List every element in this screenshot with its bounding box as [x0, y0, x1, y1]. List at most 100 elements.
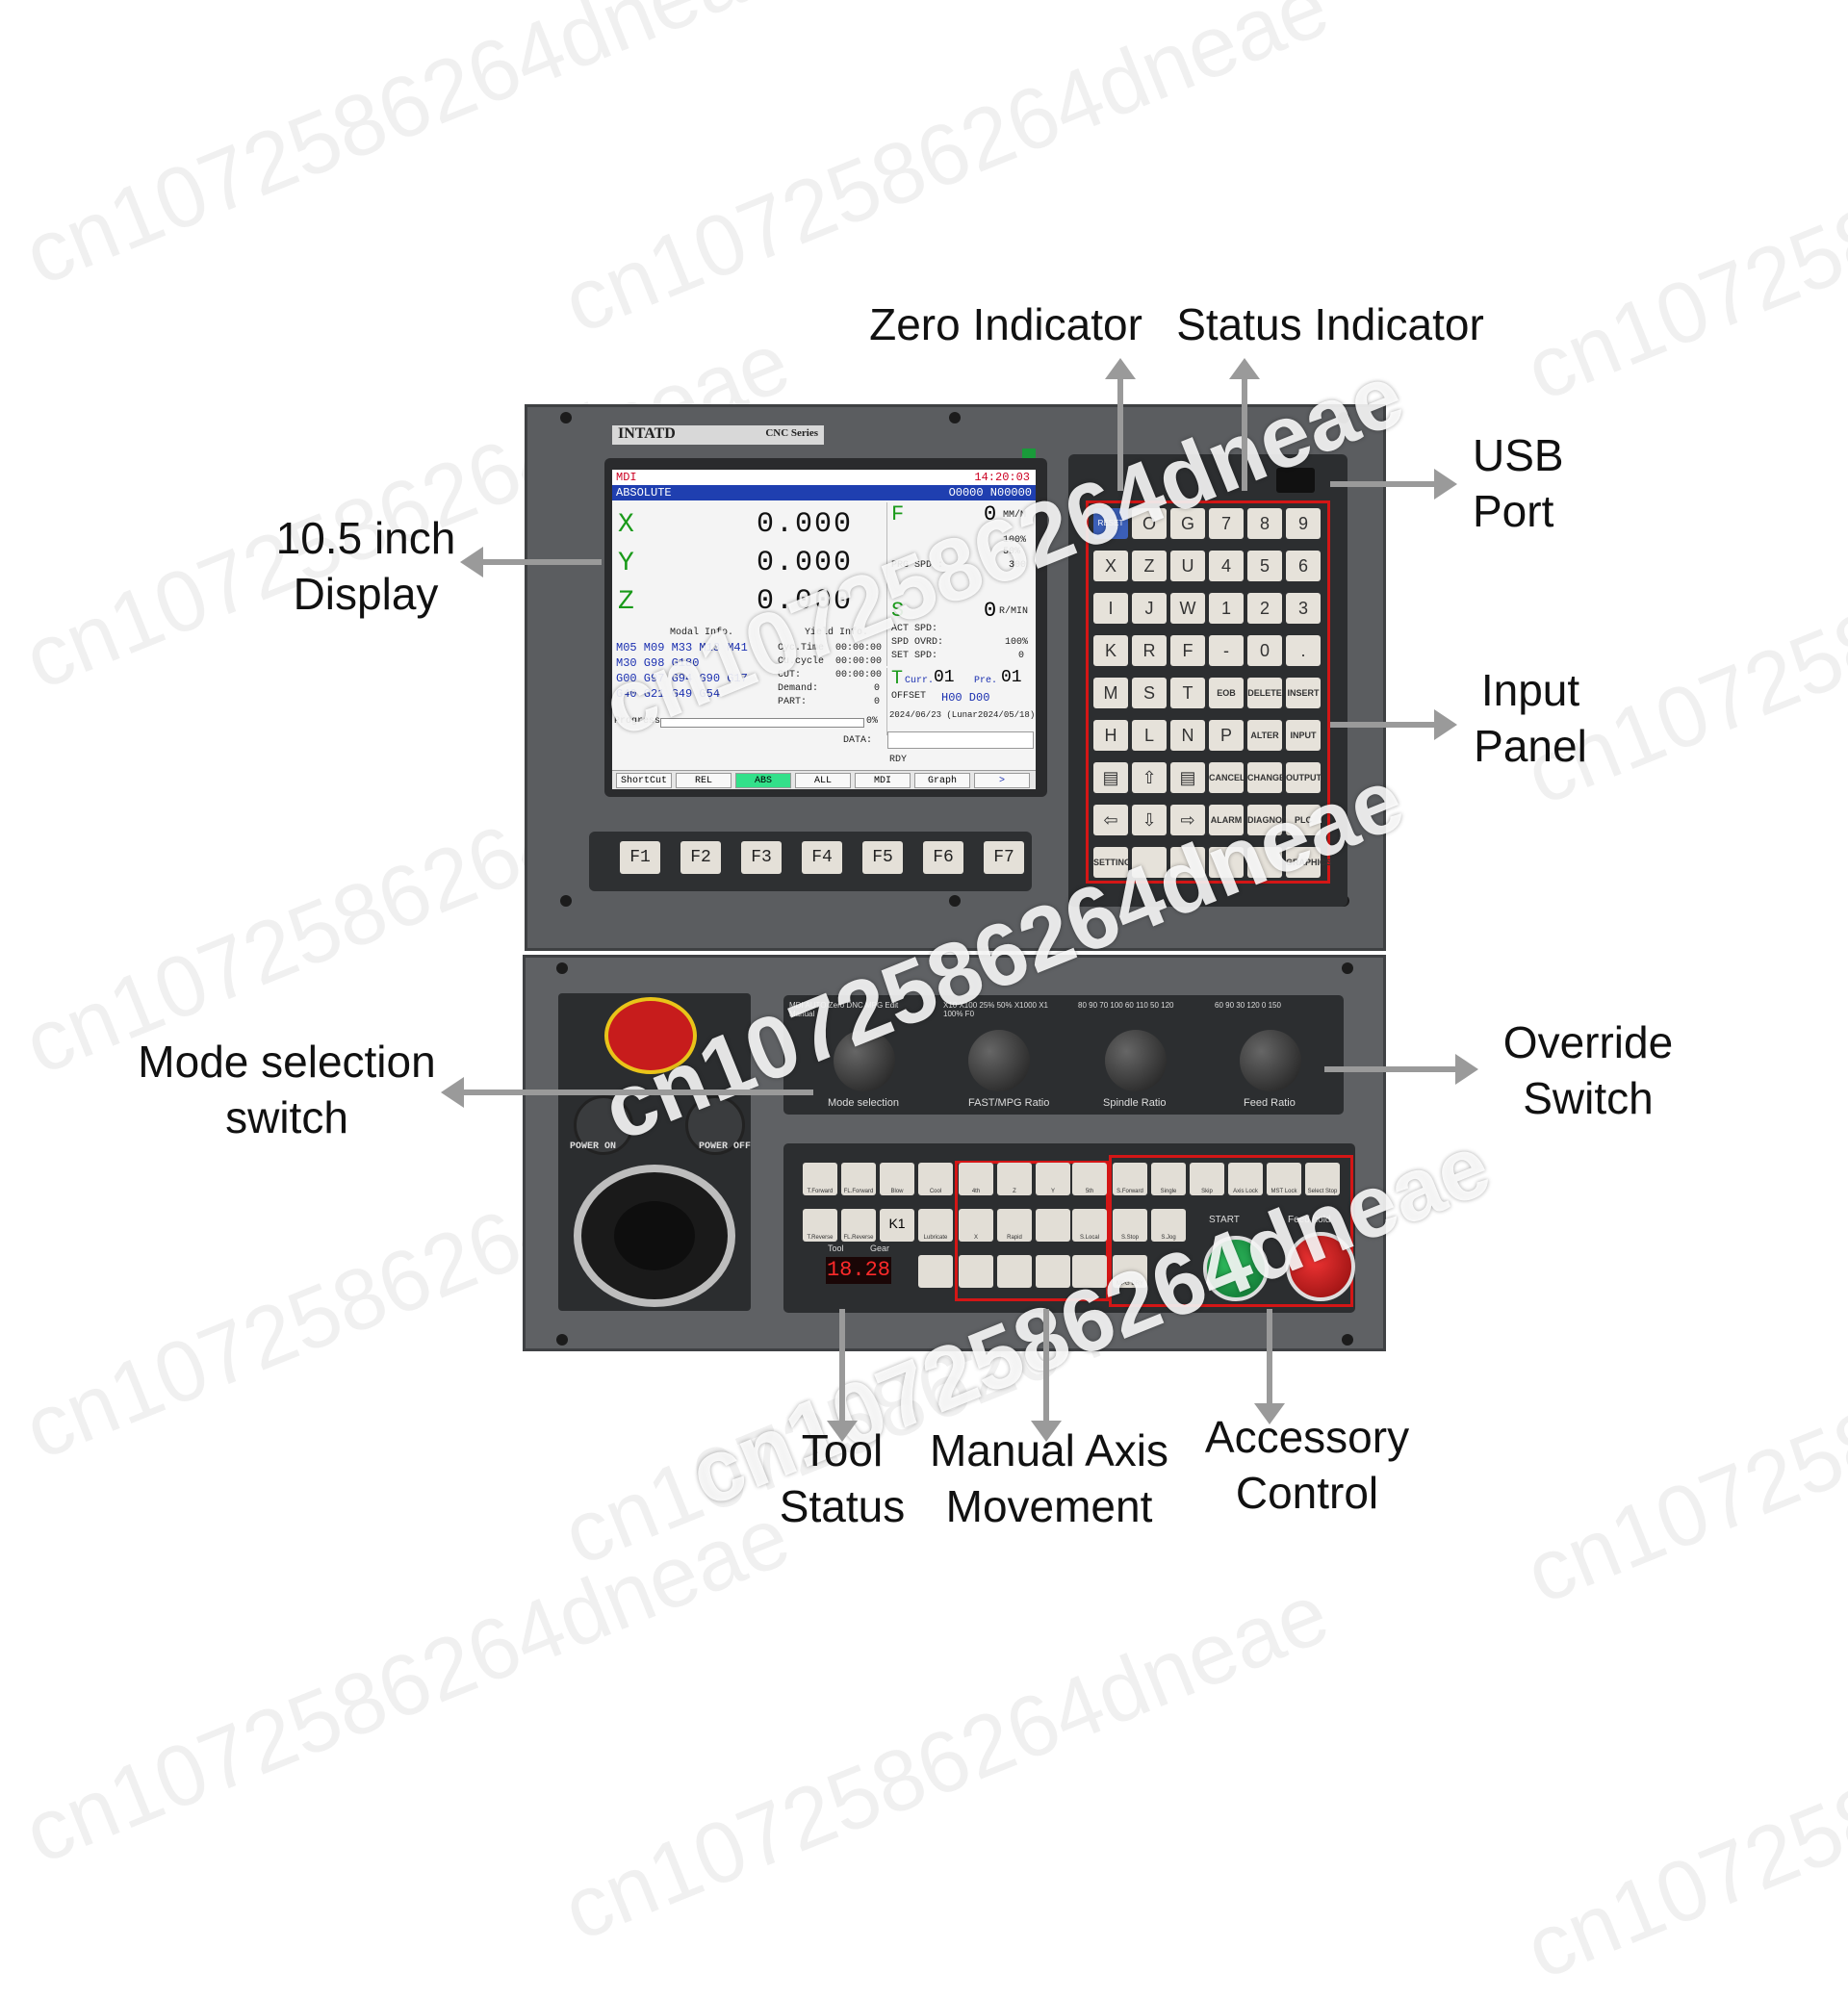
key-7[interactable]: 7 — [1209, 508, 1244, 539]
key-left-arrow-icon[interactable]: ⇦ — [1093, 805, 1128, 835]
key-mst-lock[interactable]: MST Lock — [1267, 1163, 1301, 1195]
key-mpg-dry[interactable]: MPG DRY — [1113, 1255, 1147, 1288]
key-z[interactable]: Z — [1132, 551, 1167, 581]
key-axis-minus-3[interactable] — [1036, 1255, 1070, 1288]
spindle-ratio-knob[interactable] — [1105, 1030, 1167, 1091]
key-axis-minus[interactable] — [959, 1255, 993, 1288]
power-off-button[interactable] — [685, 1095, 745, 1155]
key-right-arrow-icon[interactable]: ⇨ — [1170, 805, 1205, 835]
key-axis-plus[interactable] — [1036, 1209, 1070, 1242]
key-page2-icon[interactable]: ▤ — [1170, 762, 1205, 793]
key-s-local[interactable]: S.Local — [1072, 1209, 1107, 1242]
key-axis-minus-2[interactable] — [997, 1255, 1032, 1288]
key-alarm[interactable]: ALARM — [1209, 805, 1244, 835]
key-page-icon[interactable]: ▤ — [1093, 762, 1128, 793]
key-k[interactable]: K — [1093, 635, 1128, 666]
key-p[interactable]: P — [1209, 720, 1244, 751]
key-f[interactable]: F — [1170, 635, 1205, 666]
key-h[interactable]: H — [1093, 720, 1128, 751]
key-axis-right[interactable] — [1072, 1255, 1107, 1288]
key-axis-lock[interactable]: Axis Lock — [1228, 1163, 1263, 1195]
key-4[interactable]: 4 — [1209, 551, 1244, 581]
key-skip[interactable]: Skip — [1190, 1163, 1224, 1195]
key-y-axis[interactable]: Y — [1036, 1163, 1070, 1195]
f4-key[interactable]: F4 — [802, 841, 842, 874]
key-select-stop[interactable]: Select Stop — [1305, 1163, 1340, 1195]
mpg-handwheel[interactable] — [574, 1165, 735, 1307]
key-o[interactable]: O — [1132, 508, 1167, 539]
emergency-stop-button[interactable] — [604, 997, 697, 1074]
key-change[interactable]: CHANGE — [1247, 762, 1285, 793]
f6-key[interactable]: F6 — [923, 841, 963, 874]
f1-key[interactable]: F1 — [620, 841, 660, 874]
softkey-next[interactable]: > — [974, 773, 1030, 788]
key-setting[interactable]: SETTING — [1093, 847, 1131, 878]
softkey-all[interactable]: ALL — [795, 773, 851, 788]
f7-key[interactable]: F7 — [984, 841, 1024, 874]
key-4th[interactable]: 4th — [959, 1163, 993, 1195]
key-dot[interactable]: . — [1286, 635, 1321, 666]
power-on-button[interactable] — [574, 1095, 633, 1155]
feed-hold-button[interactable] — [1286, 1232, 1355, 1301]
key-cancel[interactable]: CANCEL — [1209, 762, 1245, 793]
key-9[interactable]: 9 — [1286, 508, 1321, 539]
key-2[interactable]: 2 — [1247, 593, 1282, 624]
key-t[interactable]: T — [1170, 678, 1205, 708]
key-m[interactable]: M — [1093, 678, 1128, 708]
key-r[interactable]: R — [1132, 635, 1167, 666]
key-graphics[interactable]: GRAPHICS — [1286, 847, 1332, 878]
key-down-arrow-icon[interactable]: ⇩ — [1132, 805, 1167, 835]
key-blank[interactable] — [1247, 847, 1282, 878]
key-input[interactable]: INPUT — [1286, 720, 1321, 751]
key-fl-reverse[interactable]: FL.Reverse — [841, 1209, 876, 1242]
softkey-graph[interactable]: Graph — [914, 773, 970, 788]
key-minus[interactable]: - — [1209, 635, 1244, 666]
key-8[interactable]: 8 — [1247, 508, 1282, 539]
key-diagnosis[interactable]: DIAGNOSIS — [1247, 805, 1296, 835]
key-rapid[interactable]: Rapid — [997, 1209, 1032, 1242]
key-eob[interactable]: EOB — [1209, 678, 1244, 708]
key-blank[interactable] — [1209, 847, 1244, 878]
key-k1[interactable]: K1 — [880, 1209, 914, 1242]
key-n[interactable]: N — [1170, 720, 1205, 751]
key-s-jog[interactable]: S.Jog — [1151, 1209, 1186, 1242]
key-l[interactable]: L — [1132, 720, 1167, 751]
f2-key[interactable]: F2 — [680, 841, 721, 874]
key-g[interactable]: G — [1170, 508, 1205, 539]
key-cool[interactable]: Cool — [918, 1163, 953, 1195]
key-shift-icon[interactable]: ⇧ — [1132, 762, 1167, 793]
key-u[interactable]: U — [1170, 551, 1205, 581]
f3-key[interactable]: F3 — [741, 841, 782, 874]
key-output[interactable]: OUTPUT — [1286, 762, 1322, 793]
key-5th[interactable]: 5th — [1072, 1163, 1107, 1195]
mode-selection-knob[interactable] — [834, 1030, 895, 1091]
key-plc[interactable]: PLC — [1286, 805, 1321, 835]
feed-ratio-knob[interactable] — [1240, 1030, 1301, 1091]
key-fl-forward[interactable]: FL.Forward — [841, 1163, 876, 1195]
data-input[interactable] — [887, 731, 1034, 749]
cycle-start-button[interactable] — [1203, 1236, 1269, 1301]
key-delete[interactable]: DELETE — [1247, 678, 1282, 708]
key-t-forward[interactable]: T.Forward — [803, 1163, 837, 1195]
softkey-shortcut[interactable]: ShortCut — [616, 773, 672, 788]
key-j[interactable]: J — [1132, 593, 1167, 624]
key-blank[interactable] — [1132, 847, 1167, 878]
key-lubricate[interactable]: Lubricate — [918, 1209, 953, 1242]
key-3[interactable]: 3 — [1286, 593, 1321, 624]
key-alter[interactable]: ALTER — [1247, 720, 1282, 751]
f5-key[interactable]: F5 — [862, 841, 903, 874]
key-blow[interactable]: Blow — [880, 1163, 914, 1195]
softkey-rel[interactable]: REL — [676, 773, 732, 788]
key-blank[interactable] — [1170, 847, 1205, 878]
key-reset[interactable]: RESET — [1093, 508, 1128, 539]
key-single[interactable]: Single — [1151, 1163, 1186, 1195]
key-w[interactable]: W — [1170, 593, 1205, 624]
key-x-axis[interactable]: X — [959, 1209, 993, 1242]
usb-port[interactable] — [1276, 468, 1315, 493]
key-z-axis[interactable]: Z — [997, 1163, 1032, 1195]
softkey-abs[interactable]: ABS — [735, 773, 791, 788]
key-x[interactable]: X — [1093, 551, 1128, 581]
softkey-mdi[interactable]: MDI — [855, 773, 911, 788]
key-6[interactable]: 6 — [1286, 551, 1321, 581]
key-i[interactable]: I — [1093, 593, 1128, 624]
